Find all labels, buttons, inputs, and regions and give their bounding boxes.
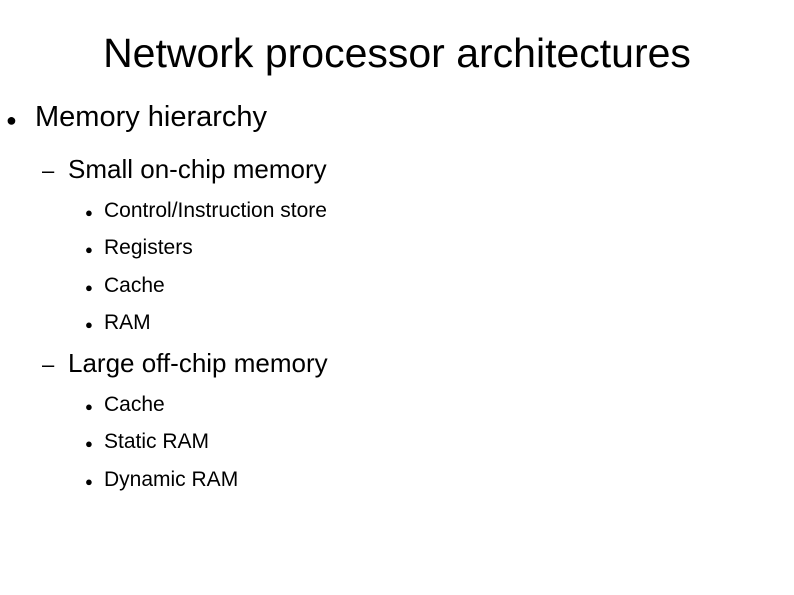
- level3-bullet: ●: [85, 242, 93, 257]
- list-item: Cache: [104, 274, 165, 297]
- list-item: Dynamic RAM: [104, 468, 239, 491]
- slide-title: Network processor architectures: [103, 30, 691, 76]
- group-large-off-chip-memory: Large off-chip memory: [68, 348, 328, 378]
- level1-bullet: ●: [6, 110, 17, 130]
- list-item: RAM: [104, 311, 151, 334]
- level2-bullet: –: [42, 158, 55, 183]
- level3-bullet: ●: [85, 436, 93, 451]
- group-small-on-chip-memory: Small on-chip memory: [68, 154, 327, 184]
- level3-bullet: ●: [85, 205, 93, 220]
- level3-bullet: ●: [85, 317, 93, 332]
- level3-bullet: ●: [85, 474, 93, 489]
- level3-bullet: ●: [85, 280, 93, 295]
- heading-memory-hierarchy: Memory hierarchy: [35, 101, 268, 133]
- list-item: Cache: [104, 393, 165, 416]
- list-item: Static RAM: [104, 430, 210, 453]
- level3-bullet: ●: [85, 399, 93, 414]
- list-item: Registers: [104, 236, 193, 259]
- level2-bullet: –: [42, 352, 55, 377]
- list-item: Control/Instruction store: [104, 199, 327, 222]
